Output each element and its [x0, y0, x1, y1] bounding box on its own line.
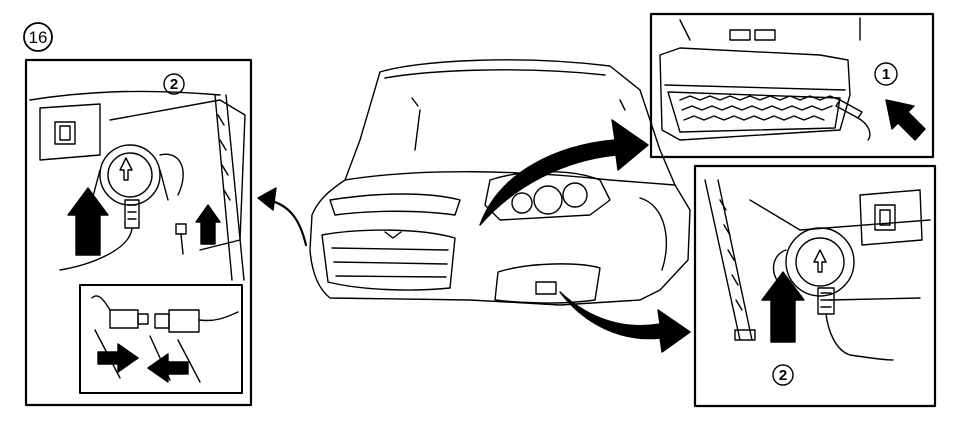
pointer-arrow-to-bottom-right-panel — [559, 291, 691, 353]
left-detail-panel: 2 — [24, 58, 253, 407]
step-number: 16 — [29, 28, 48, 47]
car-front-illustration — [309, 59, 691, 306]
bottom-right-detail-panel: 2 — [693, 164, 937, 408]
connector-inset-panel — [79, 284, 243, 394]
top-right-panel-callout: 1 — [882, 66, 890, 83]
top-right-detail-panel: 1 — [649, 12, 935, 159]
left-panel-callout: 2 — [170, 76, 178, 93]
bottom-right-panel-callout: 2 — [779, 367, 787, 384]
pointer-arrow-to-left-panel — [257, 187, 308, 247]
step-number-badge: 16 — [23, 22, 53, 52]
pointer-arrow-to-top-right-panel — [479, 119, 649, 226]
